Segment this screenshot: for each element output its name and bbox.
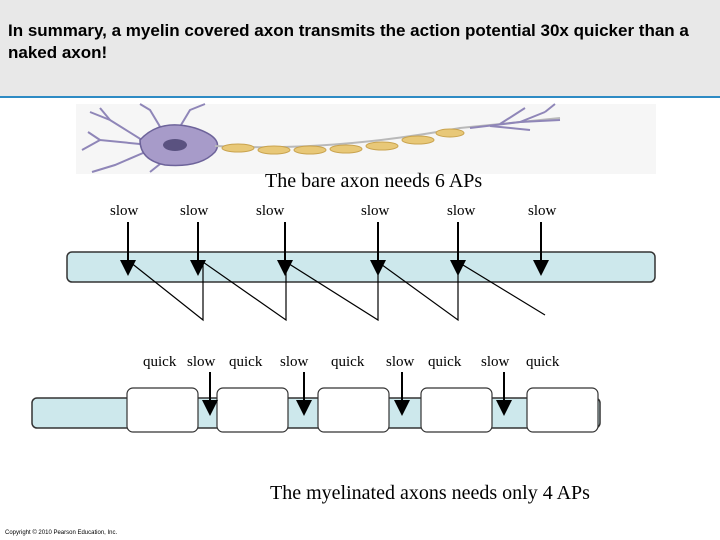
bare-label-2: slow: [180, 203, 209, 219]
myelin-label-3: quick: [229, 354, 263, 370]
myelin-sheath-3: [317, 387, 390, 433]
myelinated-axon-tube: [31, 397, 601, 429]
myelin-label-1: quick: [143, 354, 177, 370]
bare-label-4: slow: [361, 203, 390, 219]
bare-label-6: slow: [528, 203, 557, 219]
bare-axon-caption: The bare axon needs 6 APs: [265, 170, 483, 192]
myelin-label-5: quick: [331, 354, 365, 370]
header-bar: In summary, a myelin covered axon transm…: [0, 0, 720, 98]
bare-label-3: slow: [256, 203, 285, 219]
myelin-sheath-5: [526, 387, 599, 433]
bare-label-5: slow: [447, 203, 476, 219]
myelin-label-8: slow: [481, 354, 510, 370]
bare-sawtooth: [129, 260, 546, 322]
myelin-sheath-1: [126, 387, 199, 433]
myelinated-caption: The myelinated axons needs only 4 APs: [270, 482, 590, 504]
neuron-image: [76, 103, 656, 174]
myelin-label-9: quick: [526, 354, 560, 370]
myelin-sheath-2: [216, 387, 289, 433]
copyright-notice: Copyright © 2010 Pearson Education, Inc.: [5, 530, 118, 536]
slide-title: In summary, a myelin covered axon transm…: [8, 21, 689, 62]
myelin-label-4: slow: [280, 354, 309, 370]
myelin-label-6: slow: [386, 354, 415, 370]
bare-axon-tube: [66, 251, 656, 283]
bare-label-1: slow: [110, 203, 139, 219]
myelin-label-7: quick: [428, 354, 462, 370]
myelin-sheath-4: [420, 387, 493, 433]
myelin-label-2: slow: [187, 354, 216, 370]
